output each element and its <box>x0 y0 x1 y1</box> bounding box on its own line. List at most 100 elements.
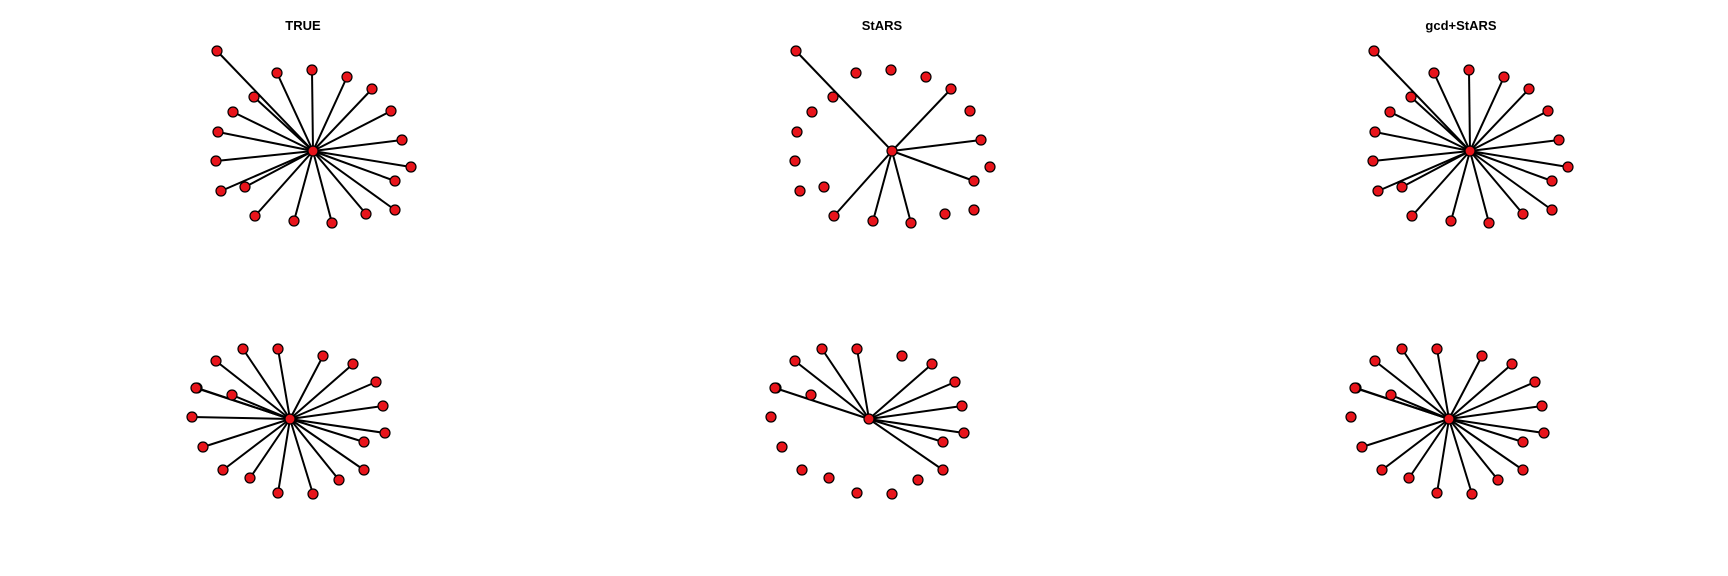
edge <box>289 381 377 420</box>
edge <box>220 150 314 192</box>
node <box>1406 210 1418 222</box>
node <box>1529 376 1541 388</box>
node <box>945 83 957 95</box>
node <box>1476 350 1488 362</box>
edge <box>1469 76 1505 152</box>
node <box>1396 181 1408 193</box>
edge <box>1377 150 1471 192</box>
node <box>272 487 284 499</box>
node <box>288 215 300 227</box>
edge <box>1469 139 1560 152</box>
node <box>1405 91 1417 103</box>
edge <box>891 150 912 224</box>
edge <box>1448 405 1543 420</box>
node <box>1384 106 1396 118</box>
hub-node <box>307 145 319 157</box>
node <box>1428 67 1440 79</box>
edge <box>1374 360 1450 420</box>
edge <box>202 418 291 448</box>
edge <box>868 418 944 443</box>
network-panel-1 <box>210 45 417 229</box>
node <box>333 474 345 486</box>
node <box>1431 343 1443 355</box>
node <box>307 488 319 500</box>
node <box>1396 343 1408 355</box>
node <box>1431 487 1443 499</box>
node <box>197 441 209 453</box>
node <box>867 215 879 227</box>
node <box>389 204 401 216</box>
edge <box>794 360 870 420</box>
edge <box>312 76 348 152</box>
node <box>248 91 260 103</box>
node <box>964 105 976 117</box>
network-panel-4 <box>186 343 391 500</box>
edge <box>1468 69 1471 152</box>
node <box>186 411 198 423</box>
node <box>926 358 938 370</box>
node <box>239 181 251 193</box>
hub-node <box>284 413 296 425</box>
node <box>1536 400 1548 412</box>
node <box>1368 45 1380 57</box>
node <box>958 427 970 439</box>
network-panel-6 <box>1345 343 1550 500</box>
panel-title-stars: StARS <box>862 18 903 33</box>
edge <box>1448 363 1513 420</box>
hub-node <box>886 145 898 157</box>
edge <box>774 387 870 420</box>
edge <box>191 416 291 420</box>
edge <box>872 150 893 222</box>
edge <box>289 418 365 443</box>
edge <box>891 88 952 152</box>
edge <box>242 348 291 420</box>
node <box>765 411 777 423</box>
edge <box>312 150 396 182</box>
node <box>326 217 338 229</box>
node <box>823 472 835 484</box>
edge <box>312 150 333 224</box>
node <box>1523 83 1535 95</box>
node <box>885 64 897 76</box>
node <box>1506 358 1518 370</box>
node <box>306 64 318 76</box>
edge <box>1381 418 1450 471</box>
node <box>1492 474 1504 486</box>
edge <box>1436 418 1450 494</box>
node <box>377 400 389 412</box>
node <box>818 181 830 193</box>
edge <box>868 381 956 420</box>
node <box>794 185 806 197</box>
edge <box>891 150 975 182</box>
edge <box>289 418 386 434</box>
edge <box>1373 50 1471 152</box>
node <box>796 464 808 476</box>
edge <box>276 72 314 152</box>
edge <box>312 110 392 152</box>
node <box>816 343 828 355</box>
edge <box>1448 418 1524 443</box>
node <box>1369 355 1381 367</box>
node <box>1562 161 1574 173</box>
node <box>1367 155 1379 167</box>
edge <box>1448 418 1545 434</box>
edge <box>312 88 373 152</box>
edge <box>1448 418 1473 495</box>
node <box>370 376 382 388</box>
edge <box>254 150 314 217</box>
node <box>769 382 781 394</box>
edge <box>312 150 367 215</box>
node <box>366 83 378 95</box>
edge <box>249 418 291 479</box>
node <box>851 487 863 499</box>
edge <box>1372 150 1471 162</box>
node <box>920 71 932 83</box>
edge <box>795 50 893 152</box>
node <box>949 376 961 388</box>
node <box>271 67 283 79</box>
node <box>1403 472 1415 484</box>
node <box>1372 185 1384 197</box>
edge <box>312 150 396 211</box>
node <box>405 161 417 173</box>
